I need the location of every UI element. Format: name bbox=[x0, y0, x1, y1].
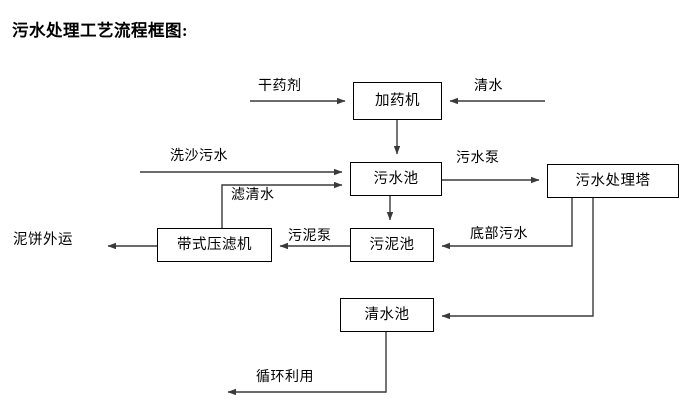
edge-tower-to-sludge-pool bbox=[441, 198, 573, 250]
node-label: 清水池 bbox=[364, 306, 410, 323]
node-treatment-tower[interactable]: 污水处理塔 bbox=[547, 164, 679, 198]
edge-label-filtered-clear-water: 滤清水 bbox=[231, 188, 275, 203]
edge-label-bottom-sewage: 底部污水 bbox=[470, 227, 528, 242]
node-clean-water-pool[interactable]: 清水池 bbox=[340, 298, 434, 332]
node-label: 污泥池 bbox=[369, 236, 415, 253]
edge-label-sewage-pump: 污水泵 bbox=[456, 151, 500, 166]
node-label: 污水处理塔 bbox=[575, 172, 651, 189]
node-sludge-pool[interactable]: 污泥池 bbox=[350, 228, 434, 262]
edge-tower-to-cleanwater-pool bbox=[441, 198, 594, 320]
edge-label-recycle-use: 循环利用 bbox=[256, 370, 314, 385]
edge-label-sludge-pump: 污泥泵 bbox=[288, 229, 332, 244]
edge-cleanwater-to-recycle bbox=[227, 332, 387, 396]
terminal-label-mud-cake-out: 泥饼外运 bbox=[13, 232, 73, 248]
node-label: 加药机 bbox=[375, 92, 420, 109]
edge-filterpress-to-sewage-pool bbox=[221, 181, 343, 228]
edge-label-dry-agent: 干药剂 bbox=[258, 79, 302, 94]
node-label: 带式压滤机 bbox=[177, 236, 252, 253]
node-label: 污水池 bbox=[373, 170, 419, 187]
edge-label-sand-wash-sewage: 洗沙污水 bbox=[170, 149, 228, 164]
node-dosing-machine[interactable]: 加药机 bbox=[353, 82, 442, 120]
node-sewage-pool[interactable]: 污水池 bbox=[350, 162, 442, 196]
edge-label-clean-water-in: 清水 bbox=[474, 79, 503, 94]
page-title: 污水处理工艺流程框图: bbox=[12, 21, 188, 40]
node-belt-filter-press[interactable]: 带式压滤机 bbox=[157, 228, 272, 262]
